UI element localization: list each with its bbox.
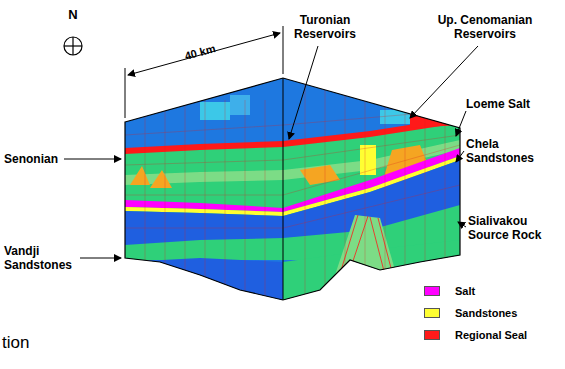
north-symbol xyxy=(64,37,82,55)
leader-lines xyxy=(64,46,478,258)
cut-text: tion xyxy=(2,333,62,353)
dimension-label: 40 km xyxy=(169,37,231,66)
legend-swatch xyxy=(424,308,440,318)
callout-label: Up. Cenomanian Reservoirs xyxy=(430,13,540,41)
legend-label: Salt xyxy=(455,284,475,298)
north-label: N xyxy=(64,8,82,22)
callout-label: Vandji Sandstones xyxy=(4,244,82,272)
callout-label: Chela Sandstones xyxy=(466,137,544,165)
callout-label: Turonian Reservoirs xyxy=(285,13,365,41)
legend-swatch xyxy=(424,330,440,340)
legend-swatch xyxy=(424,286,440,296)
callout-label: Senonian xyxy=(4,152,66,166)
callout-label: Loeme Salt xyxy=(466,97,556,111)
legend-label: Regional Seal xyxy=(455,328,527,342)
geologic-block xyxy=(120,70,465,310)
legend-label: Sandstones xyxy=(455,306,517,320)
block-outline xyxy=(125,78,460,300)
callout-label: Sialivakou Source Rock xyxy=(468,214,550,242)
block-edge xyxy=(283,78,284,300)
